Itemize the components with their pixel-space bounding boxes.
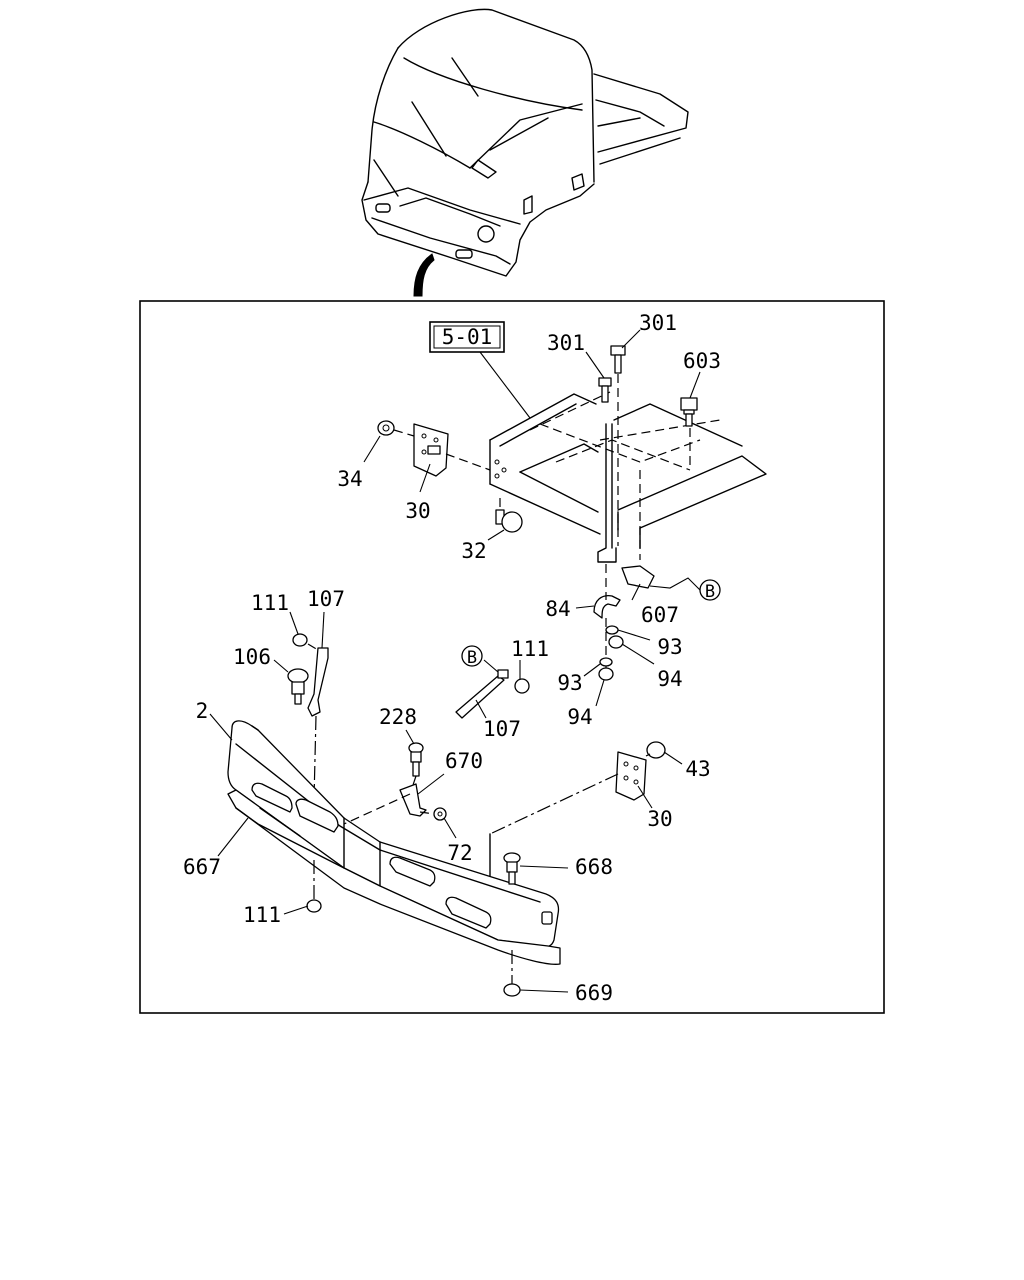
callout-2: 2 <box>196 699 209 723</box>
washer-72 <box>433 807 447 821</box>
callout-107-middle: 107 <box>483 717 521 741</box>
bracket-30-upper <box>413 423 449 477</box>
callout-301-left: 301 <box>547 331 585 355</box>
bracket-30-lower <box>615 751 647 801</box>
bolt-301-right <box>610 345 626 374</box>
nut-111-lower <box>306 899 322 913</box>
nut-94-a <box>608 635 624 649</box>
callout-668: 668 <box>575 855 613 879</box>
callout-30-lower: 30 <box>647 807 672 831</box>
callout-106: 106 <box>233 645 271 669</box>
callout-667: 667 <box>183 855 221 879</box>
callout-84: 84 <box>545 597 570 621</box>
callout-670: 670 <box>445 749 483 773</box>
callout-72: 72 <box>447 841 472 865</box>
callout-30-upper: 30 <box>405 499 430 523</box>
callout-93-lower: 93 <box>557 671 582 695</box>
callout-111-left: 111 <box>251 591 289 615</box>
washer-93-b <box>599 657 613 667</box>
callout-111-middle: 111 <box>511 637 549 661</box>
callout-603: 603 <box>683 349 721 373</box>
callout-669: 669 <box>575 981 613 1005</box>
bracket-670 <box>399 783 427 817</box>
reference-box-text: 5-01 <box>442 325 493 349</box>
callout-607: 607 <box>641 603 679 627</box>
clamp-84 <box>593 594 621 619</box>
bolt-32 <box>495 509 523 533</box>
svg-text:B: B <box>467 648 477 668</box>
callout-107-left: 107 <box>307 587 345 611</box>
stay-107-left <box>307 647 329 717</box>
nut-94-b <box>598 667 614 681</box>
bolt-603 <box>680 397 698 427</box>
nut-43 <box>646 741 666 759</box>
bolt-228 <box>408 742 424 777</box>
callout-93-upper: 93 <box>657 635 682 659</box>
callout-labels: 301 301 603 34 30 32 84 607 B 93 94 93 9… <box>183 311 721 1005</box>
reference-box: 5-01 <box>429 321 505 353</box>
nut-34 <box>377 420 395 436</box>
callout-228: 228 <box>379 705 417 729</box>
bolt-668 <box>503 852 521 885</box>
stay-107-middle <box>455 669 509 719</box>
callout-34: 34 <box>337 467 362 491</box>
callout-43: 43 <box>685 757 710 781</box>
callout-111-lower: 111 <box>243 903 281 927</box>
bolt-301-left <box>598 377 612 403</box>
callout-32: 32 <box>461 539 486 563</box>
svg-text:B: B <box>705 582 715 602</box>
nut-111-upper <box>292 633 308 647</box>
callout-94-upper: 94 <box>657 667 682 691</box>
truck-overview-illustration <box>361 8 689 297</box>
front-bumper <box>227 720 561 965</box>
nut-111-middle <box>514 678 530 694</box>
leader-lines <box>209 329 701 993</box>
detail-frame <box>139 300 885 1014</box>
nut-669 <box>503 983 521 997</box>
callout-94-lower: 94 <box>567 705 592 729</box>
bracket-607 <box>621 565 655 589</box>
callout-b-middle: B <box>461 645 483 668</box>
chassis-frame-rail <box>489 391 767 563</box>
callout-b-right: B <box>699 579 721 602</box>
callout-301-right: 301 <box>639 311 677 335</box>
washer-93-a <box>605 625 619 635</box>
bolt-106 <box>287 668 309 705</box>
